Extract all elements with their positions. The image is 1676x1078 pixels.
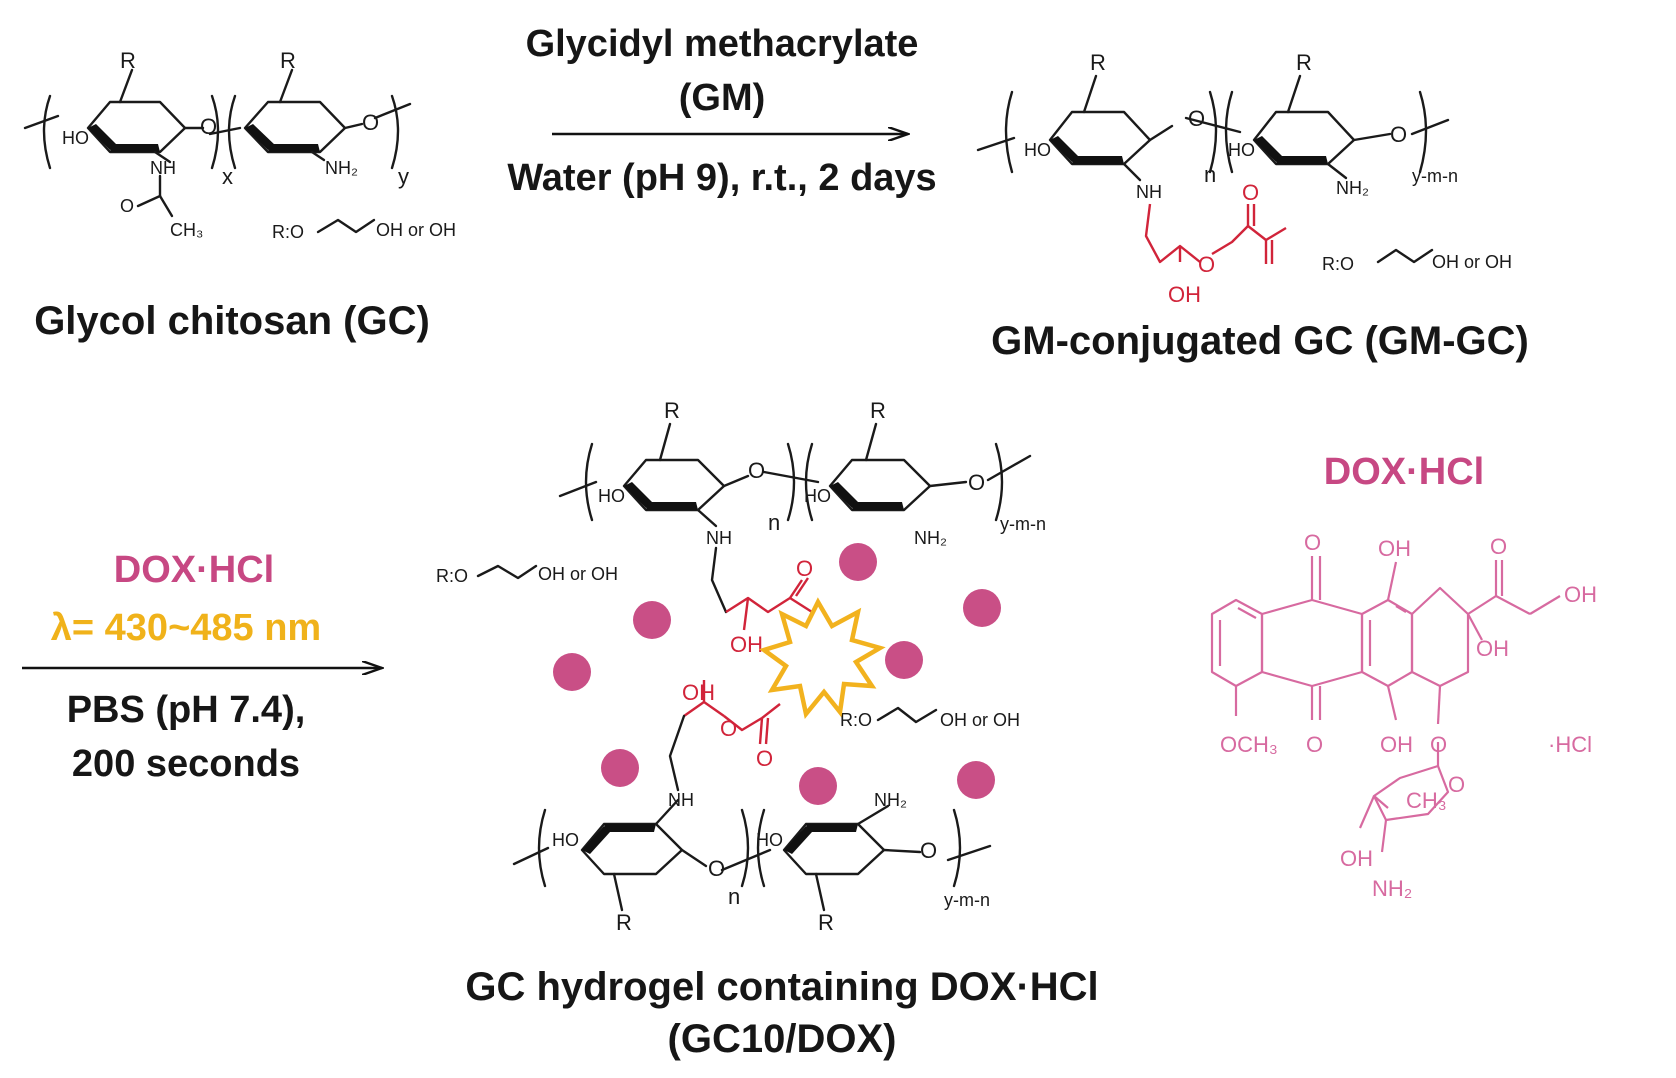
hg-oh-top: OH <box>730 632 763 657</box>
gmgc-nh2: NH₂ <box>1336 178 1369 198</box>
hg-r-bottom-2: R <box>818 910 834 935</box>
hg-o-top-carbonyl: O <box>796 556 813 581</box>
hg-n-bottom: n <box>728 884 740 909</box>
hg-ymn-top: y-m-n <box>1000 514 1046 534</box>
hg-o-bottom-end: O <box>920 838 937 863</box>
hg-o-bottom-link: O <box>708 856 725 881</box>
reagent-gm-name: Glycidyl methacrylate <box>526 23 919 65</box>
hydrogel-structure <box>476 422 1032 912</box>
hg-r-def-1: R:O <box>436 566 468 586</box>
gmgc-o-end: O <box>1390 122 1407 147</box>
hg-ymn-bottom: y-m-n <box>944 890 990 910</box>
reagent-buffer: PBS (pH 7.4), <box>67 689 306 731</box>
gc-r-or: OH or OH <box>376 220 456 240</box>
dox-atom-nh2: NH₂ <box>1372 876 1412 901</box>
gmgc-gm-oh: OH <box>1168 282 1201 307</box>
dox-dot <box>799 767 837 805</box>
dox-atom-o-bottom: O <box>1306 732 1323 757</box>
hg-nh2-bottom: NH₂ <box>874 790 907 810</box>
dox-dot <box>885 641 923 679</box>
hg-o-bottom-carbonyl: O <box>756 746 773 771</box>
dox-atom-oh-top: OH <box>1378 536 1411 561</box>
hg-ho-bottom-2: HO <box>756 830 783 850</box>
reagent-conditions: Water (pH 9), r.t., 2 days <box>507 157 936 199</box>
hg-o-top-link: O <box>748 458 765 483</box>
hg-nh-bottom: NH <box>668 790 694 810</box>
dox-atom-oh-bottom: OH <box>1380 732 1413 757</box>
reagent-wavelength: λ= 430~485 nm <box>51 607 321 649</box>
gmgc-r-2: R <box>1296 50 1312 75</box>
dox-structure <box>1210 556 1561 853</box>
gmgc-ymn: y-m-n <box>1412 166 1458 186</box>
dox-atom-oh-sugar: OH <box>1340 846 1373 871</box>
hg-r-or-1: OH or OH <box>538 564 618 584</box>
hg-n-top: n <box>768 510 780 535</box>
hg-nh2-top: NH₂ <box>914 528 947 548</box>
hydrogel-label: GC hydrogel containing DOX·HCl <box>465 965 1098 1009</box>
dox-atom-o-ring: O <box>1448 772 1465 797</box>
gm-gc-label: GM-conjugated GC (GM-GC) <box>991 319 1529 363</box>
gmgc-n: n <box>1204 162 1216 187</box>
dox-dot <box>963 589 1001 627</box>
hg-oh-bottom: OH <box>682 680 715 705</box>
dox-dot <box>553 653 591 691</box>
gc-o-link: O <box>200 114 217 139</box>
hg-r-top-2: R <box>870 398 886 423</box>
gc-acetyl-o: O <box>120 196 134 216</box>
dox-dot <box>633 601 671 639</box>
hg-o-top-end: O <box>968 470 985 495</box>
gc-label: Glycol chitosan (GC) <box>34 299 430 343</box>
dox-dot <box>957 761 995 799</box>
dox-atom-och3: OCH₃ <box>1220 732 1278 757</box>
hydrogel-sublabel: (GC10/DOX) <box>668 1017 897 1061</box>
gm-gc-structure <box>976 74 1450 264</box>
gc-r-1: R <box>120 48 136 73</box>
gc-ch3: CH₃ <box>170 220 203 240</box>
gc-y: y <box>398 164 409 189</box>
hg-o-bottom-ester: O <box>720 716 737 741</box>
gc-o-end: O <box>362 110 379 135</box>
hg-ho-bottom-1: HO <box>552 830 579 850</box>
gc-structure <box>23 68 412 234</box>
reagent-gm-abbr: (GM) <box>679 77 766 119</box>
dox-atom-oh-end: OH <box>1564 582 1597 607</box>
hg-r-bottom-1: R <box>616 910 632 935</box>
reagent-dox: DOX·HCl <box>114 549 274 591</box>
hg-ho-top-1: HO <box>598 486 625 506</box>
dox-atom-ch3: CH₃ <box>1406 788 1447 813</box>
dox-atom-o-glyco: O <box>1430 732 1447 757</box>
gmgc-o-link: O <box>1188 106 1205 131</box>
dox-atom-o: O <box>1304 530 1321 555</box>
gmgc-r-1: R <box>1090 50 1106 75</box>
dox-dot <box>839 543 877 581</box>
gmgc-ho-1: HO <box>1024 140 1051 160</box>
hg-ho-top-2: HO <box>804 486 831 506</box>
gc-x: x <box>222 164 233 189</box>
dox-dot <box>601 749 639 787</box>
gmgc-nh: NH <box>1136 182 1162 202</box>
hg-nh-top: NH <box>706 528 732 548</box>
hg-r-def-2: R:O <box>840 710 872 730</box>
gc-nh2: NH₂ <box>325 158 358 178</box>
gmgc-r-def: R:O <box>1322 254 1354 274</box>
gc-nh: NH <box>150 158 176 178</box>
light-burst-icon <box>759 597 886 720</box>
gmgc-ho-2: HO <box>1228 140 1255 160</box>
reagent-time: 200 seconds <box>72 743 300 785</box>
hg-r-top-1: R <box>664 398 680 423</box>
dox-atom-o-ketone: O <box>1490 534 1507 559</box>
gc-r-def: R:O <box>272 222 304 242</box>
gc-r-2: R <box>280 48 296 73</box>
dox-title: DOX·HCl <box>1324 451 1484 493</box>
hg-r-or-2: OH or OH <box>940 710 1020 730</box>
dox-atom-oh-mid: OH <box>1476 636 1509 661</box>
gmgc-gm-carbonyl-o: O <box>1242 180 1259 205</box>
dox-atom-hcl: ·HCl <box>1548 732 1592 757</box>
gmgc-gm-ester-o: O <box>1198 252 1215 277</box>
gmgc-r-or: OH or OH <box>1432 252 1512 272</box>
gc-ho-1: HO <box>62 128 89 148</box>
